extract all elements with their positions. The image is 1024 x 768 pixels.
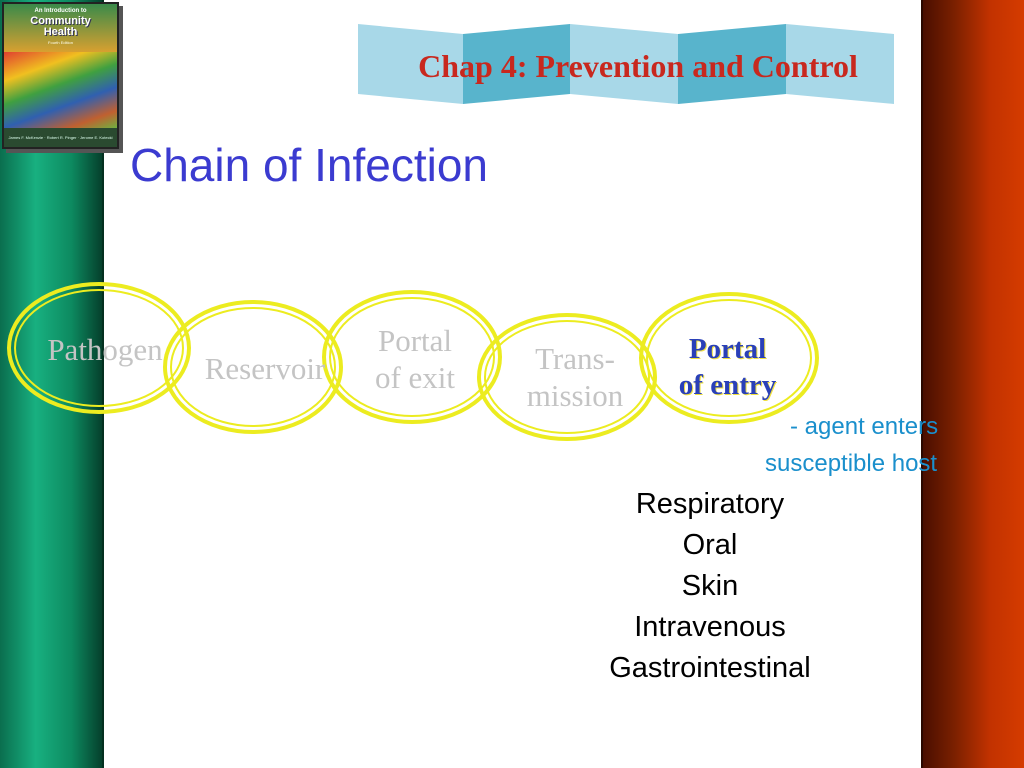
link-label-portal-of-entry: Portal of entry bbox=[660, 331, 795, 403]
description-line-1: - agent enters bbox=[790, 412, 938, 442]
routes-list: Respiratory Oral Skin Intravenous Gastro… bbox=[560, 484, 860, 689]
chain-ring-portal-of-exit bbox=[322, 290, 502, 424]
book-edition: Fourth Edition bbox=[48, 40, 73, 45]
chapter-banner bbox=[358, 24, 894, 104]
description-dash: - bbox=[790, 413, 798, 440]
book-authors: James F. McKenzie · Robert R. Pinger · J… bbox=[4, 128, 117, 147]
slide-title: Chain of Infection bbox=[130, 139, 489, 191]
book-title-small: An Introduction to bbox=[34, 8, 87, 14]
banner-segment-5 bbox=[786, 24, 894, 104]
link-label-transmission-line2: mission bbox=[526, 378, 624, 413]
right-accent-bar bbox=[921, 0, 1024, 768]
banner-segment-3 bbox=[570, 24, 678, 104]
book-title-large-2: Health bbox=[43, 26, 78, 38]
chain-of-infection-diagram bbox=[7, 282, 819, 441]
chain-ring-transmission bbox=[477, 313, 657, 441]
route-item: Respiratory bbox=[635, 488, 785, 520]
link-label-reservoir-text: Reservoir bbox=[204, 351, 326, 386]
description-text-1: agent enters bbox=[804, 413, 939, 440]
route-item: Oral bbox=[682, 529, 738, 561]
link-label-reservoir: Reservoir bbox=[190, 350, 340, 387]
link-label-pathogen: Pathogen bbox=[30, 331, 180, 368]
banner-segment-1 bbox=[358, 24, 463, 104]
book-cover-illustration bbox=[4, 52, 117, 128]
link-label-portal-of-exit: Portal of exit bbox=[350, 322, 480, 396]
link-label-pathogen-text: Pathogen bbox=[47, 332, 163, 367]
book-cover-header bbox=[4, 4, 117, 52]
route-item: Intravenous bbox=[634, 611, 786, 643]
link-label-portal-of-exit-line2: of exit bbox=[374, 360, 456, 395]
book-title-large-1: Community bbox=[30, 15, 91, 27]
banner-segment-4 bbox=[678, 24, 786, 104]
link-label-portal-of-entry-line1: Portal bbox=[688, 333, 767, 365]
banner-segment-2 bbox=[463, 24, 570, 104]
route-item: Skin bbox=[681, 570, 739, 602]
chapter-title: Chap 4: Prevention and Control bbox=[418, 48, 858, 84]
chain-ring-pathogen bbox=[7, 282, 191, 414]
chain-ring-reservoir bbox=[163, 300, 343, 434]
book-cover-image: An Introduction to Community Health Four… bbox=[2, 2, 119, 149]
link-label-transmission-line1: Trans- bbox=[535, 341, 615, 376]
link-label-portal-of-entry-line2: of entry bbox=[678, 369, 777, 401]
chain-ring-portal-of-entry bbox=[639, 292, 819, 424]
book-title-large: Community Health bbox=[4, 16, 117, 38]
route-item: Gastrointestinal bbox=[609, 652, 811, 684]
link-label-portal-of-exit-line1: Portal bbox=[377, 323, 453, 358]
description-line-2: susceptible host bbox=[765, 450, 938, 477]
link-label-transmission: Trans- mission bbox=[510, 340, 640, 414]
